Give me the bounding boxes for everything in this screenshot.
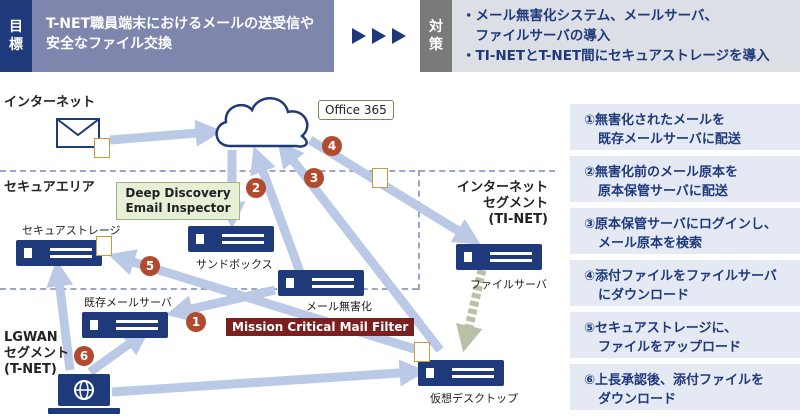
step-marker-1: 1	[186, 312, 206, 332]
step-marker-6: 6	[74, 346, 94, 366]
deep-discovery-label: Deep Discovery Email Inspector	[116, 182, 240, 220]
desktop-doc-icon	[414, 342, 430, 362]
zone-label-secure-area: セキュアエリア	[4, 180, 95, 195]
triple-arrow-icon	[352, 28, 406, 44]
existing-mail-server-label: 既存メールサーバ	[84, 296, 172, 309]
step-marker-3: 3	[304, 168, 324, 188]
mcmf-label: Mission Critical Mail Filter	[226, 318, 415, 336]
step-5: ⑤セキュアストレージに、 ファイルをアップロード	[570, 312, 800, 358]
office365-label: Office 365	[318, 100, 394, 120]
step-6: ⑥上長承認後、添付ファイルを ダウンロード	[570, 364, 800, 410]
file-server-label: ファイルサーバ	[470, 278, 547, 291]
zone-label-lgwan: LGWAN セグメント (T-NET)	[4, 330, 70, 377]
file-server	[456, 244, 542, 270]
zone-label-internet-segment: インターネット セグメント (TI-NET)	[456, 180, 548, 227]
zone-divider-internet	[0, 170, 555, 172]
secure-storage-server	[16, 240, 102, 266]
envelope-icon	[56, 118, 100, 148]
sandbox-label: サンドボックス	[196, 258, 273, 271]
step-1: ①無害化されたメールを 既存メールサーバに配送	[570, 104, 800, 150]
sandbox-server	[188, 226, 274, 252]
zone-divider-vertical	[418, 170, 420, 290]
step-4: ④添付ファイルをファイルサーバ にダウンロード	[570, 260, 800, 306]
laptop-icon	[48, 374, 120, 414]
virtual-desktop-label: 仮想デスクトップ	[430, 392, 518, 405]
existing-mail-server	[82, 312, 168, 338]
zone-label-internet: インターネット	[4, 95, 96, 110]
measures-tag: 対 策	[420, 0, 452, 72]
virtual-desktop-server	[418, 360, 504, 386]
step-marker-2: 2	[246, 178, 266, 198]
step-marker-5: 5	[140, 256, 160, 276]
cloud-icon	[215, 97, 309, 148]
attachment-doc-icon	[94, 138, 110, 158]
floating-doc-icon	[372, 168, 388, 188]
measures-list: ・メール無害化システム、メールサーバ、 ファイルサーバの導入 ・TI-NETとT…	[452, 0, 800, 72]
step-2: ②無害化前のメール原本を 原本保管サーバに配送	[570, 156, 800, 202]
objective-tag: 目 標	[0, 0, 32, 72]
objective-text: T-NET職員端末におけるメールの送受信や 安全なファイル交換	[32, 0, 334, 72]
step-3: ③原本保管サーバにログインし、 メール原本を検索	[570, 208, 800, 254]
secure-storage-label: セキュアストレージ	[22, 224, 121, 237]
mail-sanitize-label: メール無害化	[306, 300, 372, 313]
mail-sanitize-server	[278, 270, 364, 296]
storage-doc-icon	[96, 236, 112, 256]
step-marker-4: 4	[322, 136, 342, 156]
